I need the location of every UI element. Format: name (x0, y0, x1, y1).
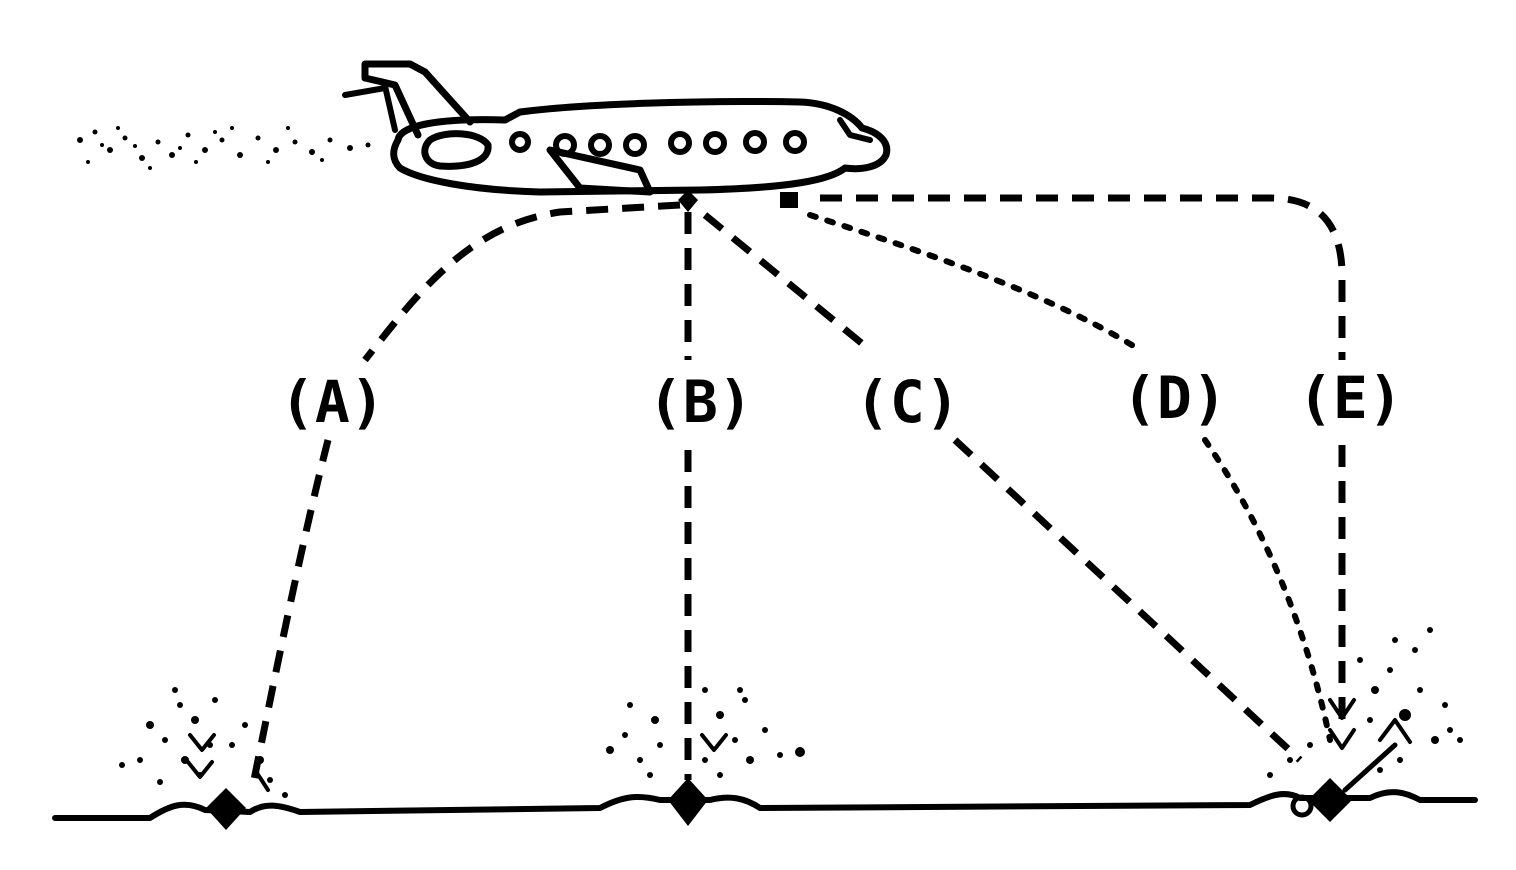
trajectory-a-lower (248, 439, 332, 791)
label-d: (D) (1122, 364, 1227, 432)
airplane-windows (509, 130, 807, 157)
impact-burst-a (119, 687, 288, 830)
label-a: (A) (280, 368, 385, 436)
trajectory-c (702, 212, 873, 353)
trajectory-a (362, 201, 681, 363)
exhaust-trail (77, 126, 371, 170)
label-b: (B) (648, 368, 753, 436)
ground-line (52, 789, 1478, 821)
trajectory-d-lower (1202, 437, 1333, 743)
label-c: (C) (855, 368, 960, 436)
label-e: (E) (1298, 364, 1403, 432)
release-point-marker (678, 190, 698, 212)
trajectory-labels: (A) (B) (C) (D) (E) (280, 364, 1403, 436)
airplane (342, 60, 891, 212)
trajectory-paths (248, 194, 1346, 791)
impact-burst-b (606, 687, 805, 826)
impact-burst-cde (1267, 627, 1463, 822)
trajectory-e (820, 194, 1346, 360)
bomb-bay-marker (780, 192, 798, 208)
trajectory-c-lower (952, 437, 1303, 763)
trajectory-d (807, 212, 1143, 353)
